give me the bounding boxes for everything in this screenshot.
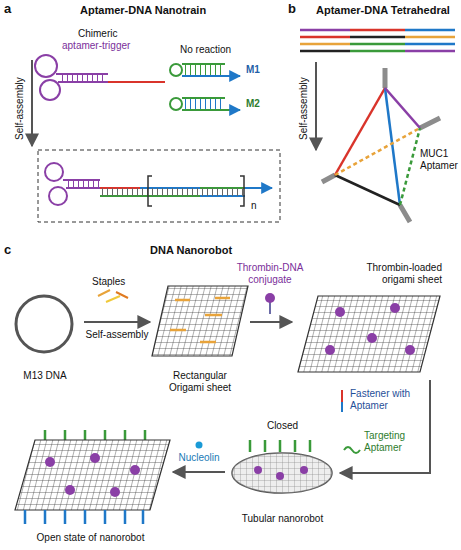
label-text: c [4,242,11,258]
label-text: M1 [246,64,260,76]
node-label: M13 DNA [6,370,84,382]
m2-hairpin [170,98,240,110]
nanotrain [45,163,272,206]
label-text: Targeting Aptamer [364,430,422,454]
m13-circle [16,296,72,352]
node-label: Rectangular Origami sheet [164,370,236,394]
nucleolin-dot [196,442,203,449]
flow-arrow [173,471,225,473]
label-text: n [251,200,257,212]
thrombin-conjugate [265,293,275,314]
node-label: Open state of nanorobot [8,532,173,544]
flow-arrow [340,380,430,473]
staple-strands [98,290,128,302]
open-sheet [15,430,170,524]
figure-node: Open state of nanorobot [8,418,173,544]
thrombin-sheet [298,296,440,372]
label-text: Self-assembly [14,77,26,140]
label-text: a [4,1,11,17]
figure-node: Rectangular Origami sheet [150,282,250,394]
figure-node: M13 DNA [6,290,84,382]
label-text: Aptamer-DNA Nanotrain [80,4,206,17]
flow-arrow [250,321,292,323]
assembly-arrow [31,60,33,146]
label-text: Staples [92,276,125,288]
targeting-aptamer-icon [344,447,360,453]
chimeric-hairpin [35,55,165,100]
flow-arrow [84,321,150,323]
dna-strands [300,30,455,51]
label-text: MUC1 Aptamer [420,148,460,172]
label-text: Chimeric [78,28,117,40]
label-text: Thrombin-DNA conjugate [234,262,306,286]
tubular-robot [232,440,332,493]
label-text: Self-assembly [298,77,310,140]
label-text: Nucleolin [176,452,222,464]
origami-sheet [152,286,248,356]
label-text: No reaction [180,44,231,56]
node-label: Closed [225,420,340,432]
tetrahedron [322,68,440,222]
node-label: Tubular nanorobot [225,513,340,525]
assembly-arrow [315,62,317,150]
product-frame [38,150,280,222]
m1-hairpin [170,64,240,76]
figure-node: ClosedTubular nanorobot [225,420,340,525]
label-text: aptamer-trigger [62,40,130,52]
node-label: Thrombin-loaded origami sheet [342,262,442,286]
label-text: Self-assembly [84,329,150,341]
fastener-strand [341,390,343,412]
label-text: M2 [246,98,260,110]
figure-node: Thrombin-loaded origami sheet [292,262,442,380]
label-text: b [288,1,296,17]
label-text: Aptamer-DNA Tetrahedral [316,4,450,17]
label-text: Fastener with Aptamer [350,388,414,412]
label-text: DNA Nanorobot [150,244,232,257]
